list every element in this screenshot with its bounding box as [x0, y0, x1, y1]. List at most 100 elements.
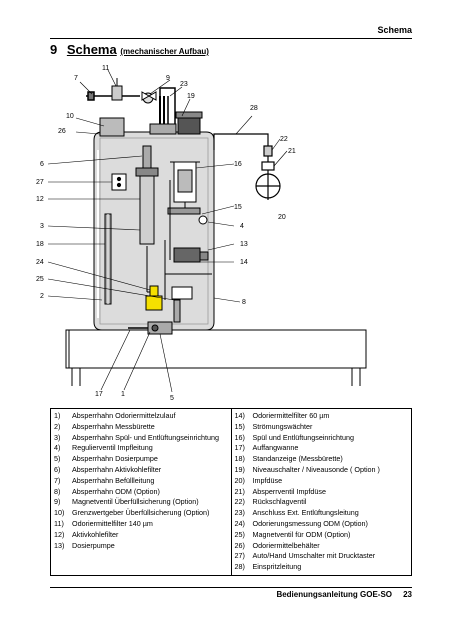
label-14: 14 — [240, 259, 248, 266]
legend-item: 1)Absperrhahn Odoriermittelzulauf — [54, 411, 228, 422]
legend-item: 24)Odorierungsmessung ODM (Option) — [235, 519, 409, 530]
label-6: 6 — [40, 161, 44, 168]
legend-item-text: Odoriermittelbehälter — [252, 540, 320, 550]
legend-item-text: Magnetventil für ODM (Option) — [252, 529, 351, 539]
legend-item-number: 6) — [54, 464, 61, 474]
section-title: 9 Schema (mechanischer Aufbau) — [50, 42, 209, 57]
legend-item: 3)Absperrhahn Spül- und Entlüftungseinri… — [54, 433, 228, 444]
legend-item-text: Standanzeige (Messbürette) — [252, 454, 343, 464]
legend-item-number: 13) — [54, 540, 65, 550]
legend-item-number: 11) — [54, 518, 64, 528]
label-17: 17 — [95, 391, 103, 398]
footer-manual-title: Bedienungsanleitung GOE-SO — [276, 590, 392, 599]
label-28: 28 — [250, 105, 258, 112]
legend-item-text: Aktivkohlefilter — [72, 529, 119, 539]
legend-item: 4)Regulierventil Impfleitung — [54, 443, 228, 454]
legend-item: 9) Magnetventil Überfüllsicherung (Option… — [54, 497, 228, 508]
legend-item-number: 7) — [54, 475, 61, 485]
label-13: 13 — [240, 241, 248, 248]
legend-item: 8) Absperrhahn ODM (Option) — [54, 487, 228, 498]
legend-item: 18) Standanzeige (Messbürette) — [235, 454, 409, 465]
legend-item-number: 25) — [234, 529, 245, 539]
legend-item: 27) Auto/Hand Umschalter mit Drucktaster — [235, 551, 409, 562]
legend-item-text: Odoriermittelfilter 140 µm — [72, 518, 153, 528]
leader-lines — [47, 69, 288, 393]
legend-item-text: Einspritzleitung — [252, 562, 302, 572]
legend-item-number: 23) — [234, 508, 245, 518]
legend-item-text: Absperrhahn Aktivkohlefilter — [72, 464, 162, 474]
legend-item-text: Anschluss Ext. Entlüftungsleitung — [252, 508, 359, 518]
label-12: 12 — [36, 196, 44, 203]
legend-item-text: Auffangwanne — [252, 443, 299, 453]
legend-item: 19) Niveauschalter / Niveausonde ( Option… — [235, 465, 409, 476]
legend-item-number: 14) — [234, 411, 245, 420]
legend-item-text: Strömungswächter — [252, 421, 313, 431]
label-20: 20 — [278, 214, 286, 221]
legend-item: 23) Anschluss Ext. Entlüftungsleitung — [235, 508, 409, 519]
legend-item-text: Niveauschalter / Niveausonde ( Option ) — [252, 464, 380, 474]
bottom-outlet-valves — [128, 299, 181, 335]
legend-item-text: Absperrhahn Dosierpumpe — [72, 454, 158, 464]
label-22: 22 — [280, 136, 288, 143]
legend-item-text: Absperrhahn ODM (Option) — [72, 486, 160, 496]
label-23: 23 — [180, 81, 188, 88]
legend-item-text: Absperrventil Impfdüse — [252, 486, 327, 496]
legend-item-text: Impfdüse — [252, 475, 283, 485]
header-section-label: Schema — [377, 25, 412, 35]
legend-item-number: 26) — [234, 540, 245, 550]
label-15: 15 — [234, 204, 242, 211]
label-24: 24 — [36, 259, 44, 266]
legend-item-number: 2) — [54, 421, 61, 431]
legend-item: 17) Auffangwanne — [235, 443, 409, 454]
legend-item-number: 24) — [234, 518, 245, 528]
legend-item-number: 15) — [234, 421, 245, 431]
legend-item-number: 8) — [54, 486, 61, 496]
tank-top-assembly — [99, 87, 203, 137]
legend-item-number: 20) — [234, 475, 245, 485]
legend-item: 25) Magnetventil für ODM (Option) — [235, 530, 409, 541]
legend-item: 2)Absperrhahn Messbürette — [54, 422, 228, 433]
legend-item-text: Absperrhahn Odoriermittelzulauf — [72, 411, 176, 420]
footer-rule — [50, 587, 412, 588]
legend-item-number: 17) — [234, 443, 245, 453]
inlet-pipework — [86, 78, 157, 101]
legend-item-text: Auto/Hand Umschalter mit Drucktaster — [252, 551, 376, 561]
legend-item: 12) Aktivkohlefilter — [54, 530, 228, 541]
legend-item: 5) Absperrhahn Dosierpumpe — [54, 454, 228, 465]
legend-item-number: 21) — [234, 486, 245, 496]
label-16: 16 — [234, 161, 242, 168]
label-26: 26 — [58, 128, 66, 135]
label-9: 9 — [166, 75, 170, 82]
legend-item-text: Dosierpumpe — [72, 540, 115, 550]
label-1: 1 — [121, 391, 125, 398]
drip-tray — [65, 329, 367, 386]
legend-item: 28) Einspritzleitung — [235, 562, 409, 573]
legend-item-number: 19) — [234, 464, 245, 474]
legend-item-text: Magnetventil Überfüllsicherung (Option) — [72, 497, 199, 507]
diagram-labels: 11 7 9 23 19 10 28 26 22 21 6 16 27 12 1… — [36, 65, 296, 402]
legend-item-number: 28) — [234, 562, 245, 572]
legend-item-text: Regulierventil Impfleitung — [72, 443, 153, 453]
legend-item-number: 9) — [54, 497, 61, 507]
legend-item: 13) Dosierpumpe — [54, 541, 228, 552]
legend-item-text: Absperrhahn Befüllleitung — [72, 475, 155, 485]
legend-item: 14)Odoriermittelfilter 60 µm — [235, 411, 409, 422]
auto-hand-switch — [111, 173, 127, 191]
legend-item-number: 16) — [234, 432, 245, 442]
label-21: 21 — [288, 148, 296, 155]
legend-item: 21) Absperrventil Impfdüse — [235, 487, 409, 498]
legend-item-text: Grenzwertgeber Überfüllsicherung (Option… — [72, 508, 210, 518]
header-rule — [50, 38, 412, 39]
legend-item-text: Rückschlagventil — [252, 497, 307, 507]
label-18: 18 — [36, 241, 44, 248]
legend-item-number: 12) — [54, 529, 65, 539]
legend-item-number: 18) — [234, 454, 245, 464]
footer-page-number: 23 — [403, 590, 412, 599]
legend-item: 16)Spül und Entlüftungseinrichtung — [235, 433, 409, 444]
legend-item-number: 27) — [234, 551, 245, 561]
section-title-sub: (mechanischer Aufbau) — [120, 47, 209, 56]
label-25: 25 — [36, 276, 44, 283]
legend-item-number: 5) — [54, 454, 61, 464]
